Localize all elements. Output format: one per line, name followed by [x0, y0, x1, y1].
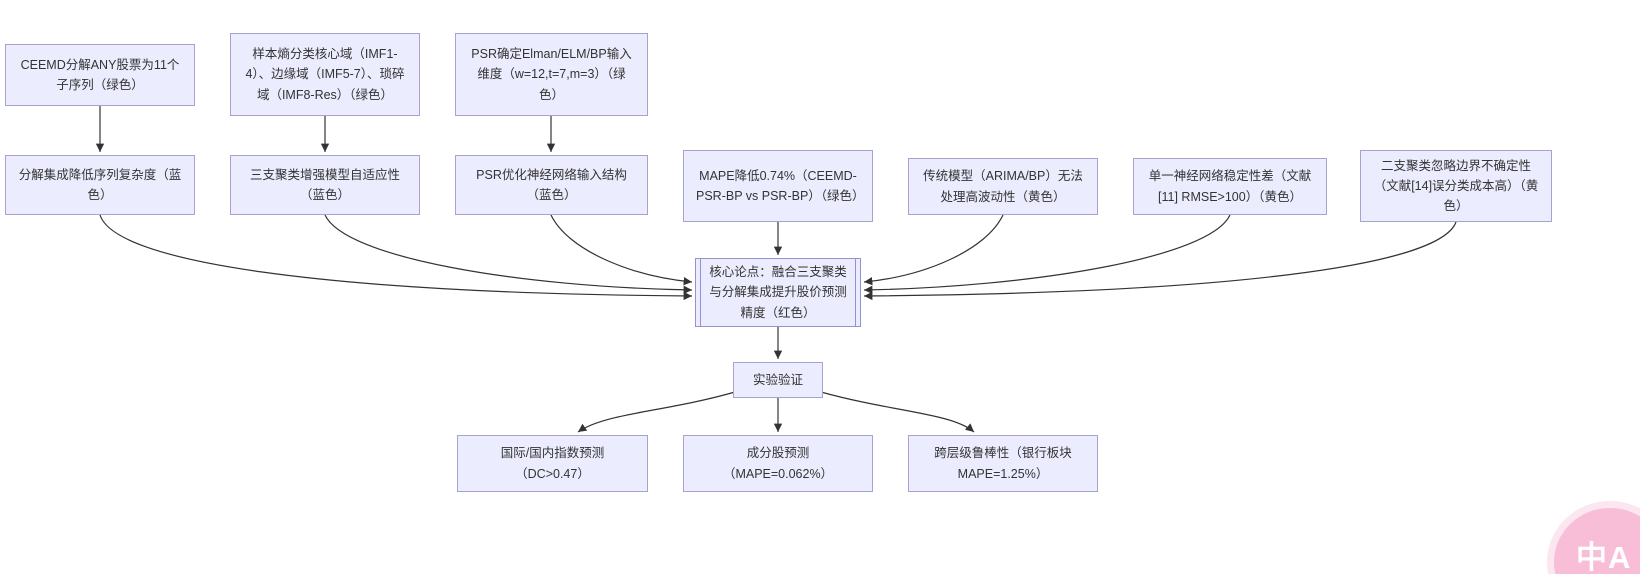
node-sample-entropy: 样本熵分类核心域（IMF1-4）、边缘域（IMF5-7）、琐碎域（IMF8-Re…: [230, 33, 420, 116]
node-psr-optimization: PSR优化神经网络输入结构（蓝色）: [455, 155, 648, 215]
edge-twoway-to-core: [863, 221, 1457, 301]
edge-singlenn-to-core: [863, 214, 1231, 295]
node-single-nn-stability: 单一神经网络稳定性差（文献[11] RMSE>100）（黄色）: [1133, 158, 1327, 215]
node-cross-level-robustness: 跨层级鲁棒性（银行板块MAPE=1.25%）: [908, 435, 1098, 492]
node-mape-reduction: MAPE降低0.74%（CEEMD-PSR-BP vs PSR-BP）（绿色）: [683, 150, 873, 222]
edge-psropt-to-core: [550, 214, 693, 286]
edge-decomp-to-core: [99, 214, 693, 301]
node-core-thesis: 核心论点：融合三支聚类与分解集成提升股价预测精度（红色）: [695, 258, 861, 327]
translate-widget-label: 中A: [1576, 540, 1632, 574]
node-traditional-models: 传统模型（ARIMA/BP）无法处理高波动性（黄色）: [908, 158, 1098, 215]
node-ceemd-decomposition: CEEMD分解ANY股票为11个子序列（绿色）: [5, 44, 195, 106]
node-stock-prediction: 成分股预测（MAPE=0.062%）: [683, 435, 873, 492]
node-experiment-validation: 实验验证: [733, 362, 823, 398]
edge-traditional-to-core: [863, 214, 1004, 286]
node-decomposition-benefit: 分解集成降低序列复杂度（蓝色）: [5, 155, 195, 215]
node-three-way-clustering: 三支聚类增强模型自适应性（蓝色）: [230, 155, 420, 215]
node-two-way-clustering: 二支聚类忽略边界不确定性（文献[14]误分类成本高）（黄色）: [1360, 150, 1552, 222]
node-psr-input-dimension: PSR确定Elman/ELM/BP输入维度（w=12,t=7,m=3）（绿色）: [455, 33, 648, 116]
translate-widget-button[interactable]: 中A: [1554, 508, 1640, 574]
edge-threeway-to-core: [324, 214, 693, 295]
node-index-prediction: 国际/国内指数预测（DC>0.47）: [457, 435, 648, 492]
edge-experiment-to-index: [577, 391, 736, 433]
edge-experiment-to-robust: [820, 391, 975, 433]
